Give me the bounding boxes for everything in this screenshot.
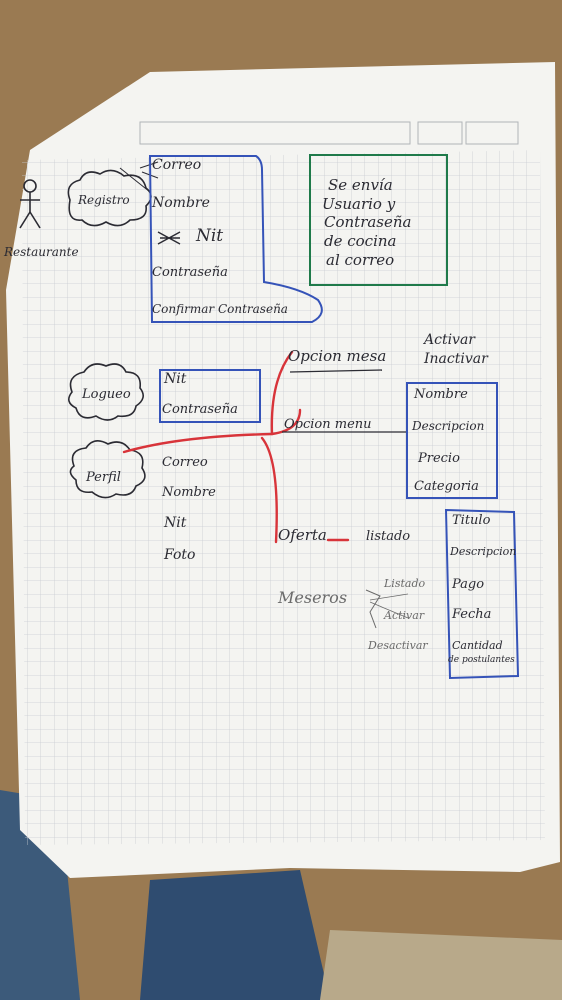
header-box-3: [465, 121, 519, 145]
logueo-cloud: [68, 363, 144, 421]
crossed-out-mark: [157, 231, 181, 245]
opcion-mesa-activar: Activar: [424, 332, 476, 348]
registro-field-contrasena: Contraseña: [152, 265, 228, 280]
header-box-2: [417, 121, 463, 145]
registro-box: [148, 155, 323, 323]
logueo-field-contrasena: Contraseña: [162, 402, 238, 417]
logueo-bubble-label: Logueo: [82, 387, 131, 402]
perfil-bubble-label: Perfil: [86, 470, 121, 485]
note-box: [309, 154, 448, 286]
menu-field-descripcion: Descripcion: [412, 419, 485, 433]
oferta-field-postulantes: de postulantes: [448, 655, 515, 665]
oferta-sub-label: listado: [366, 529, 411, 544]
grid-area: [22, 150, 545, 845]
menu-field-nombre: Nombre: [414, 387, 468, 402]
oferta-field-fecha: Fecha: [452, 607, 492, 622]
meseros-option-desactivar: Desactivar: [368, 639, 428, 652]
note-line-3: Contraseña: [324, 213, 412, 231]
logueo-field-nit: Nit: [164, 371, 187, 387]
logueo-box: [159, 369, 261, 423]
oferta-field-descripcion: Descripcion: [450, 545, 517, 558]
oferta-field-cantidad: Cantidad: [452, 639, 503, 652]
opcion-mesa-inactivar: Inactivar: [424, 351, 488, 367]
menu-field-precio: Precio: [418, 451, 460, 466]
mesa-underline: [289, 369, 383, 373]
registro-field-confirmar: Confirmar Contraseña: [152, 302, 288, 316]
registro-field-nombre: Nombre: [152, 195, 210, 211]
note-line-4: de cocina: [324, 232, 397, 250]
note-line-1: Se envía: [328, 176, 393, 194]
oferta-box: [444, 508, 520, 680]
meseros-option-activar: Activar: [384, 609, 425, 622]
floor: [320, 930, 562, 1000]
opcion-mesa-label: Opcion mesa: [288, 347, 387, 365]
opcion-menu-label: Opcion menu: [284, 417, 372, 432]
perfil-cloud: [69, 440, 146, 499]
registro-bubble-label: Registro: [78, 193, 130, 207]
meseros-option-listado: Listado: [384, 577, 426, 590]
red-branch-tree: [122, 350, 350, 544]
oferta-field-titulo: Titulo: [452, 513, 491, 528]
note-line-5: al correo: [326, 251, 395, 269]
perfil-field-nit: Nit: [164, 515, 187, 531]
oferta-field-pago: Pago: [452, 577, 485, 592]
fabric-right: [140, 870, 330, 1000]
stick-figure-icon: [19, 179, 41, 229]
meseros-label: Meseros: [278, 588, 348, 607]
registro-field-correo: Correo: [152, 157, 202, 173]
oferta-label: Oferta: [278, 526, 327, 544]
perfil-field-nombre: Nombre: [162, 485, 216, 500]
menu-field-categoria: Categoria: [414, 479, 479, 494]
menu-box: [406, 382, 498, 499]
actor-label: Restaurante: [4, 245, 79, 259]
perfil-field-foto: Foto: [164, 547, 196, 563]
registro-connector: [119, 167, 151, 193]
note-line-2: Usuario y: [322, 195, 396, 213]
perfil-field-correo: Correo: [162, 455, 208, 470]
header-box: [139, 121, 411, 145]
registro-field-nit: Nit: [196, 226, 224, 246]
